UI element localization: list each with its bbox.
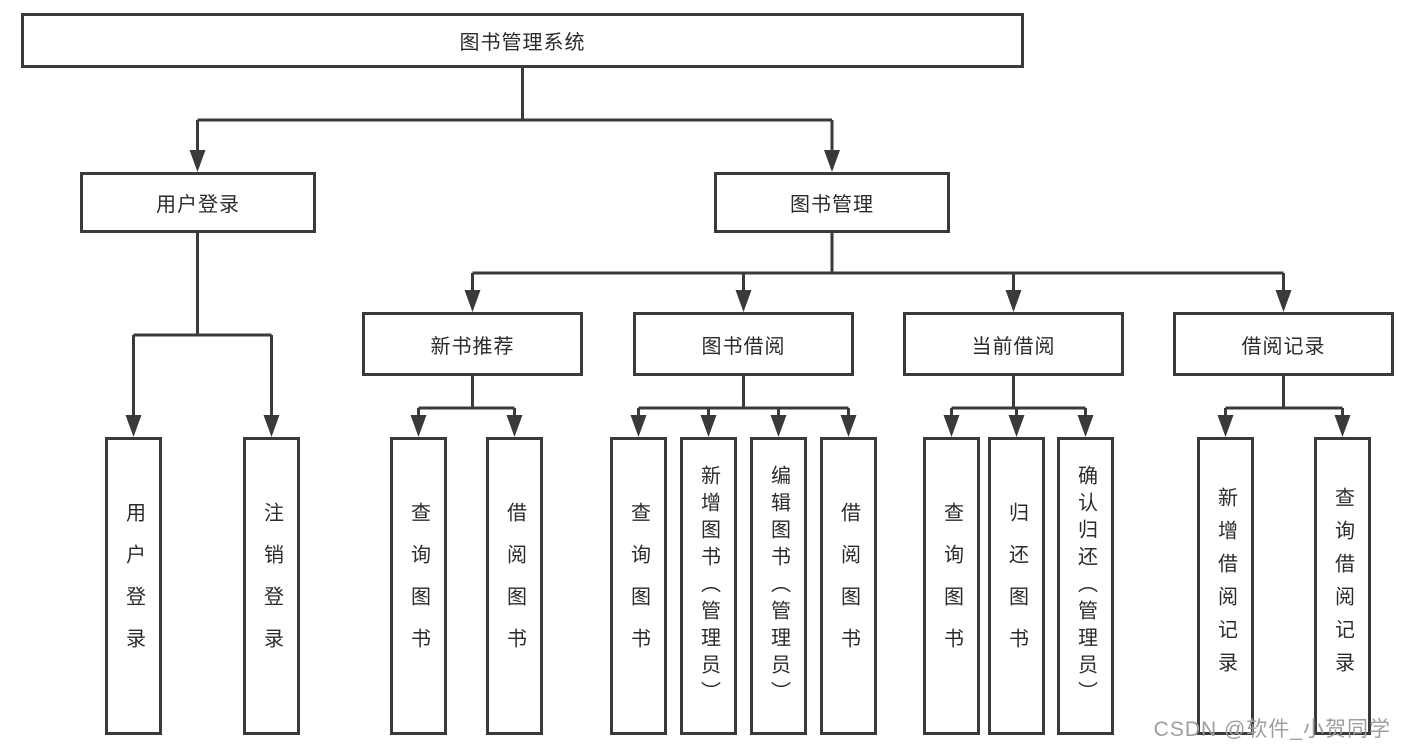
node-library-management-system: 图书管理系统 xyxy=(21,13,1024,68)
leaf-return-books: 归还图书 xyxy=(988,437,1045,735)
leaf-label: 查询图书 xyxy=(627,502,650,670)
leaf-label: 确认归还（管理员） xyxy=(1074,464,1097,708)
leaf-label: 归还图书 xyxy=(1005,502,1028,670)
node-label: 图书借阅 xyxy=(701,335,786,358)
leaf-query-books-borrowing: 查询图书 xyxy=(610,437,667,735)
node-borrow-records: 借阅记录 xyxy=(1173,312,1394,376)
leaf-query-books-recommend: 查询图书 xyxy=(390,437,447,735)
leaf-borrow-books-borrowing: 借阅图书 xyxy=(820,437,877,735)
leaf-query-books-current: 查询图书 xyxy=(923,437,980,735)
node-label: 图书管理 xyxy=(790,194,874,216)
leaf-label: 新增借阅记录 xyxy=(1214,487,1237,685)
node-label: 图书管理系统 xyxy=(459,32,586,54)
node-current-borrowing: 当前借阅 xyxy=(903,312,1124,376)
leaf-label: 查询借阅记录 xyxy=(1331,487,1354,685)
node-book-borrowing: 图书借阅 xyxy=(633,312,854,376)
leaf-add-books-admin: 新增图书（管理员） xyxy=(680,437,737,735)
leaf-label: 新增图书（管理员） xyxy=(697,464,720,708)
leaf-label: 用户登录 xyxy=(122,502,145,670)
leaf-borrow-books-recommend: 借阅图书 xyxy=(486,437,543,735)
leaf-label: 查询图书 xyxy=(940,502,963,670)
leaf-user-login: 用户登录 xyxy=(105,437,162,735)
leaf-label: 借阅图书 xyxy=(503,502,526,670)
node-new-book-recommend: 新书推荐 xyxy=(362,312,583,376)
node-label: 新书推荐 xyxy=(430,335,515,358)
leaf-logout: 注销登录 xyxy=(243,437,300,735)
node-label: 借阅记录 xyxy=(1241,335,1326,358)
node-book-management: 图书管理 xyxy=(714,172,950,233)
leaf-confirm-return-admin: 确认归还（管理员） xyxy=(1057,437,1114,735)
leaf-label: 查询图书 xyxy=(407,502,430,670)
node-user-login: 用户登录 xyxy=(80,172,316,233)
node-label: 当前借阅 xyxy=(971,335,1056,358)
leaf-query-borrow-record: 查询借阅记录 xyxy=(1314,437,1371,735)
leaf-label: 注销登录 xyxy=(260,502,283,670)
csdn-watermark: CSDN @软件_小贺同学 xyxy=(1153,718,1391,741)
node-label: 用户登录 xyxy=(156,194,240,216)
leaf-add-borrow-record: 新增借阅记录 xyxy=(1197,437,1254,735)
leaf-label: 编辑图书（管理员） xyxy=(767,464,790,708)
leaf-label: 借阅图书 xyxy=(837,502,860,670)
leaf-edit-books-admin: 编辑图书（管理员） xyxy=(750,437,807,735)
